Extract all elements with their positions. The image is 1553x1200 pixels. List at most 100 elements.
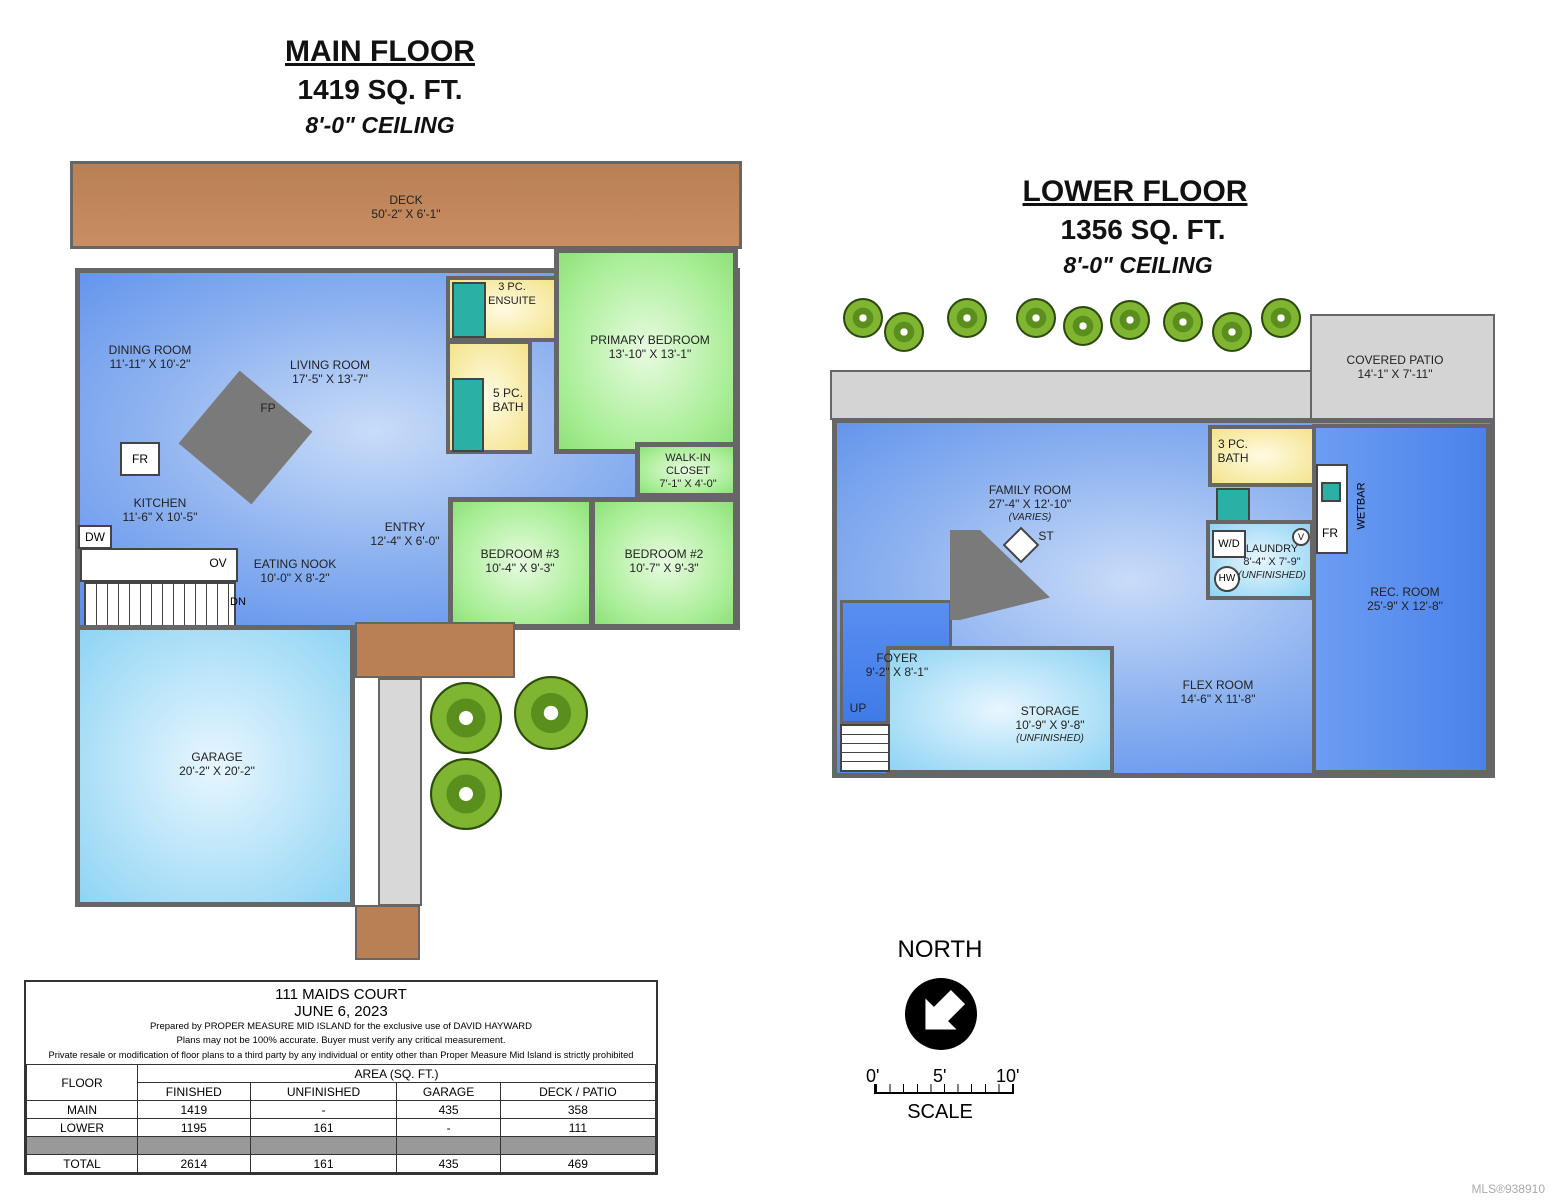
driveway-step [355,905,420,960]
tree-icon [514,676,588,750]
garage [75,625,355,907]
valve-icon: V [1292,528,1310,546]
scale-tick-5: 5' [933,1066,947,1086]
shrub-icon [1110,300,1150,340]
wetbar-label: WETBAR [1355,482,1368,530]
cell: 358 [499,1100,657,1119]
cell: 161 [249,1154,398,1173]
north-label: NORTH [897,936,983,963]
main-floor-area: 1419 SQ. FT. [297,74,463,105]
fireplace-label: FP [260,401,276,415]
lower-bath [1208,425,1316,487]
cell: 435 [396,1100,501,1119]
cell: 1195 [137,1118,251,1137]
walk-in-closet [635,442,738,498]
cell: 2614 [137,1154,251,1173]
north-arrow-icon [905,978,977,1050]
main-floor-title: MAIN FLOOR [285,35,475,68]
prohibited-note: Private resale or modification of floor … [48,1050,634,1060]
scale-tick-0: 0' [866,1066,880,1086]
shrub-icon [843,298,883,338]
scale-tick-10: 10' [996,1066,1020,1086]
cell: LOWER [26,1118,138,1137]
ensuite-label: 3 PC.ENSUITE [488,281,536,307]
main-floor-ceiling: 8'-0" CEILING [305,112,455,138]
accuracy-note: Plans may not be 100% accurate. Buyer mu… [176,1035,506,1046]
address: 111 MAIDS COURT [275,986,407,1003]
bath-label: 5 PC.BATH [492,386,524,414]
col-header: UNFINISHED [249,1082,398,1101]
lower-floor-area: 1356 SQ. FT. [1060,214,1226,245]
col-header: DECK / PATIO [499,1082,657,1101]
bedroom-2 [590,497,738,629]
stove-label: ST [1038,529,1054,543]
walkway [378,678,422,906]
cell: - [249,1100,398,1119]
cell: MAIN [26,1100,138,1119]
lower-bath-label: 3 PC.BATH [1217,437,1249,465]
shrub-icon [947,298,987,338]
shrub-icon [1261,298,1301,338]
entry-porch [355,622,515,678]
scale-label: SCALE [907,1101,973,1123]
tree-icon [430,758,502,830]
stairs-up-label: UP [849,701,867,715]
separator-row [26,1136,657,1155]
stairs-icon [84,582,236,628]
dishwasher-icon: DW [78,525,112,549]
cell: 111 [499,1118,657,1137]
plan-date: JUNE 6, 2023 [294,1003,388,1020]
washer-dryer-icon: W/D [1212,530,1246,558]
stairs-down-label: DN [230,596,246,608]
col-header: GARAGE [396,1082,501,1101]
shrub-icon [1212,312,1252,352]
info-block: 111 MAIDS COURT JUNE 6, 2023 Prepared by… [24,980,658,1175]
deck [70,161,742,249]
area-header: AREA (SQ. FT.) [137,1064,656,1083]
shrub-icon [1016,298,1056,338]
cell: TOTAL [26,1154,138,1173]
shrub-icon [884,312,924,352]
shrub-icon [1163,302,1203,342]
prepared-by: Prepared by PROPER MEASURE MID ISLAND fo… [149,1021,533,1032]
shower-icon [452,282,486,338]
tree-icon [430,682,502,754]
storage [886,646,1114,774]
cell: 161 [249,1118,398,1137]
scale-bar [874,1084,1014,1094]
floor-header: FLOOR [26,1064,138,1101]
shrub-icon [1063,306,1103,346]
covered-patio [1310,314,1495,420]
bathtub-icon [452,378,484,452]
shower-icon [1216,488,1250,522]
cell: 469 [499,1154,657,1173]
wetbar-counter [1316,464,1348,554]
cell: - [396,1118,501,1137]
lower-stairs-icon [840,724,890,772]
cell: 435 [396,1154,501,1173]
lower-floor-ceiling: 8'-0" CEILING [1063,252,1213,278]
fridge-icon: FR [120,442,160,476]
